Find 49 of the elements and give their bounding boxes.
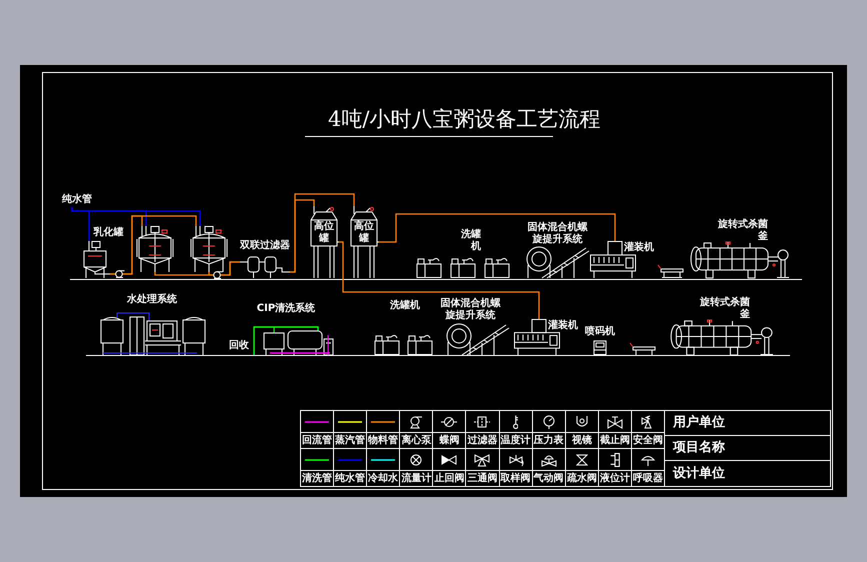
legend-label: 过滤器 <box>466 433 500 449</box>
tank-label: 高位罐 <box>354 221 374 244</box>
legend-label: 温度计 <box>500 433 533 449</box>
equipment-label: 乳化罐 <box>93 227 124 238</box>
diagram-title: 4吨/小时八宝粥设备工艺流程 <box>328 106 600 132</box>
legend-label: 回流管 <box>301 433 334 449</box>
legend-label: 冷却水 <box>367 471 400 487</box>
legend-label: 呼吸器 <box>632 471 665 487</box>
equipment-label: 洗罐机 <box>460 229 481 252</box>
legend-label: 取样阀 <box>500 471 533 487</box>
equipment-label: 灌装机 <box>548 320 578 332</box>
legend-label: 压力表 <box>532 433 566 449</box>
equipment-label: 喷码机 <box>585 326 615 338</box>
pipe-line <box>339 241 540 319</box>
pipe-line <box>208 261 240 276</box>
legend-label: 液位计 <box>598 471 632 487</box>
equipment-label: 旋转式杀菌釜 <box>716 219 768 242</box>
legend-label: 疏水阀 <box>566 471 599 487</box>
equipment-label: 旋转式杀菌釜 <box>698 297 750 320</box>
equipment-label: 固体混合机螺旋提升系统 <box>440 298 501 321</box>
equipment-label: 双联过滤器 <box>240 240 290 252</box>
legend-label: 离心泵 <box>400 433 434 449</box>
title-block-label: 用户单位 <box>665 411 830 436</box>
equipment-label: 回收 <box>228 340 250 352</box>
tank-label: 高位罐 <box>314 221 334 244</box>
legend-label: 纯水管 <box>334 471 368 487</box>
legend-label: 止回阀 <box>433 471 466 487</box>
legend-label: 安全阀 <box>632 433 665 449</box>
title-block-label: 项目名称 <box>665 436 830 461</box>
equipment-label: 水处理系统 <box>127 294 177 306</box>
title-block-label: 设计单位 <box>672 464 726 482</box>
equipment-label: CIP清洗系统 <box>256 303 316 314</box>
pipe-line <box>290 193 355 273</box>
legend-label: 视镜 <box>566 433 599 449</box>
pipe-label: 纯水管 <box>60 194 93 206</box>
legend-label: 流量计 <box>400 471 434 487</box>
legend-label: 三通阀 <box>466 471 500 487</box>
legend-label: 物料管 <box>367 433 400 449</box>
pipe-line <box>379 213 616 243</box>
legend-label: 气动阀 <box>532 471 566 487</box>
equipment-label: 固体混合机螺旋提升系统 <box>527 222 588 245</box>
pipe-line <box>110 215 197 275</box>
legend-label: 清洗管 <box>301 471 334 487</box>
legend-label: 蒸汽管 <box>334 433 368 449</box>
legend-label: 蝶阀 <box>433 433 466 449</box>
pipe-line <box>71 207 201 226</box>
legend-label: 截止阀 <box>598 433 632 449</box>
equipment-label: 洗罐机 <box>390 300 420 312</box>
equipment-label: 灌装机 <box>624 242 654 254</box>
